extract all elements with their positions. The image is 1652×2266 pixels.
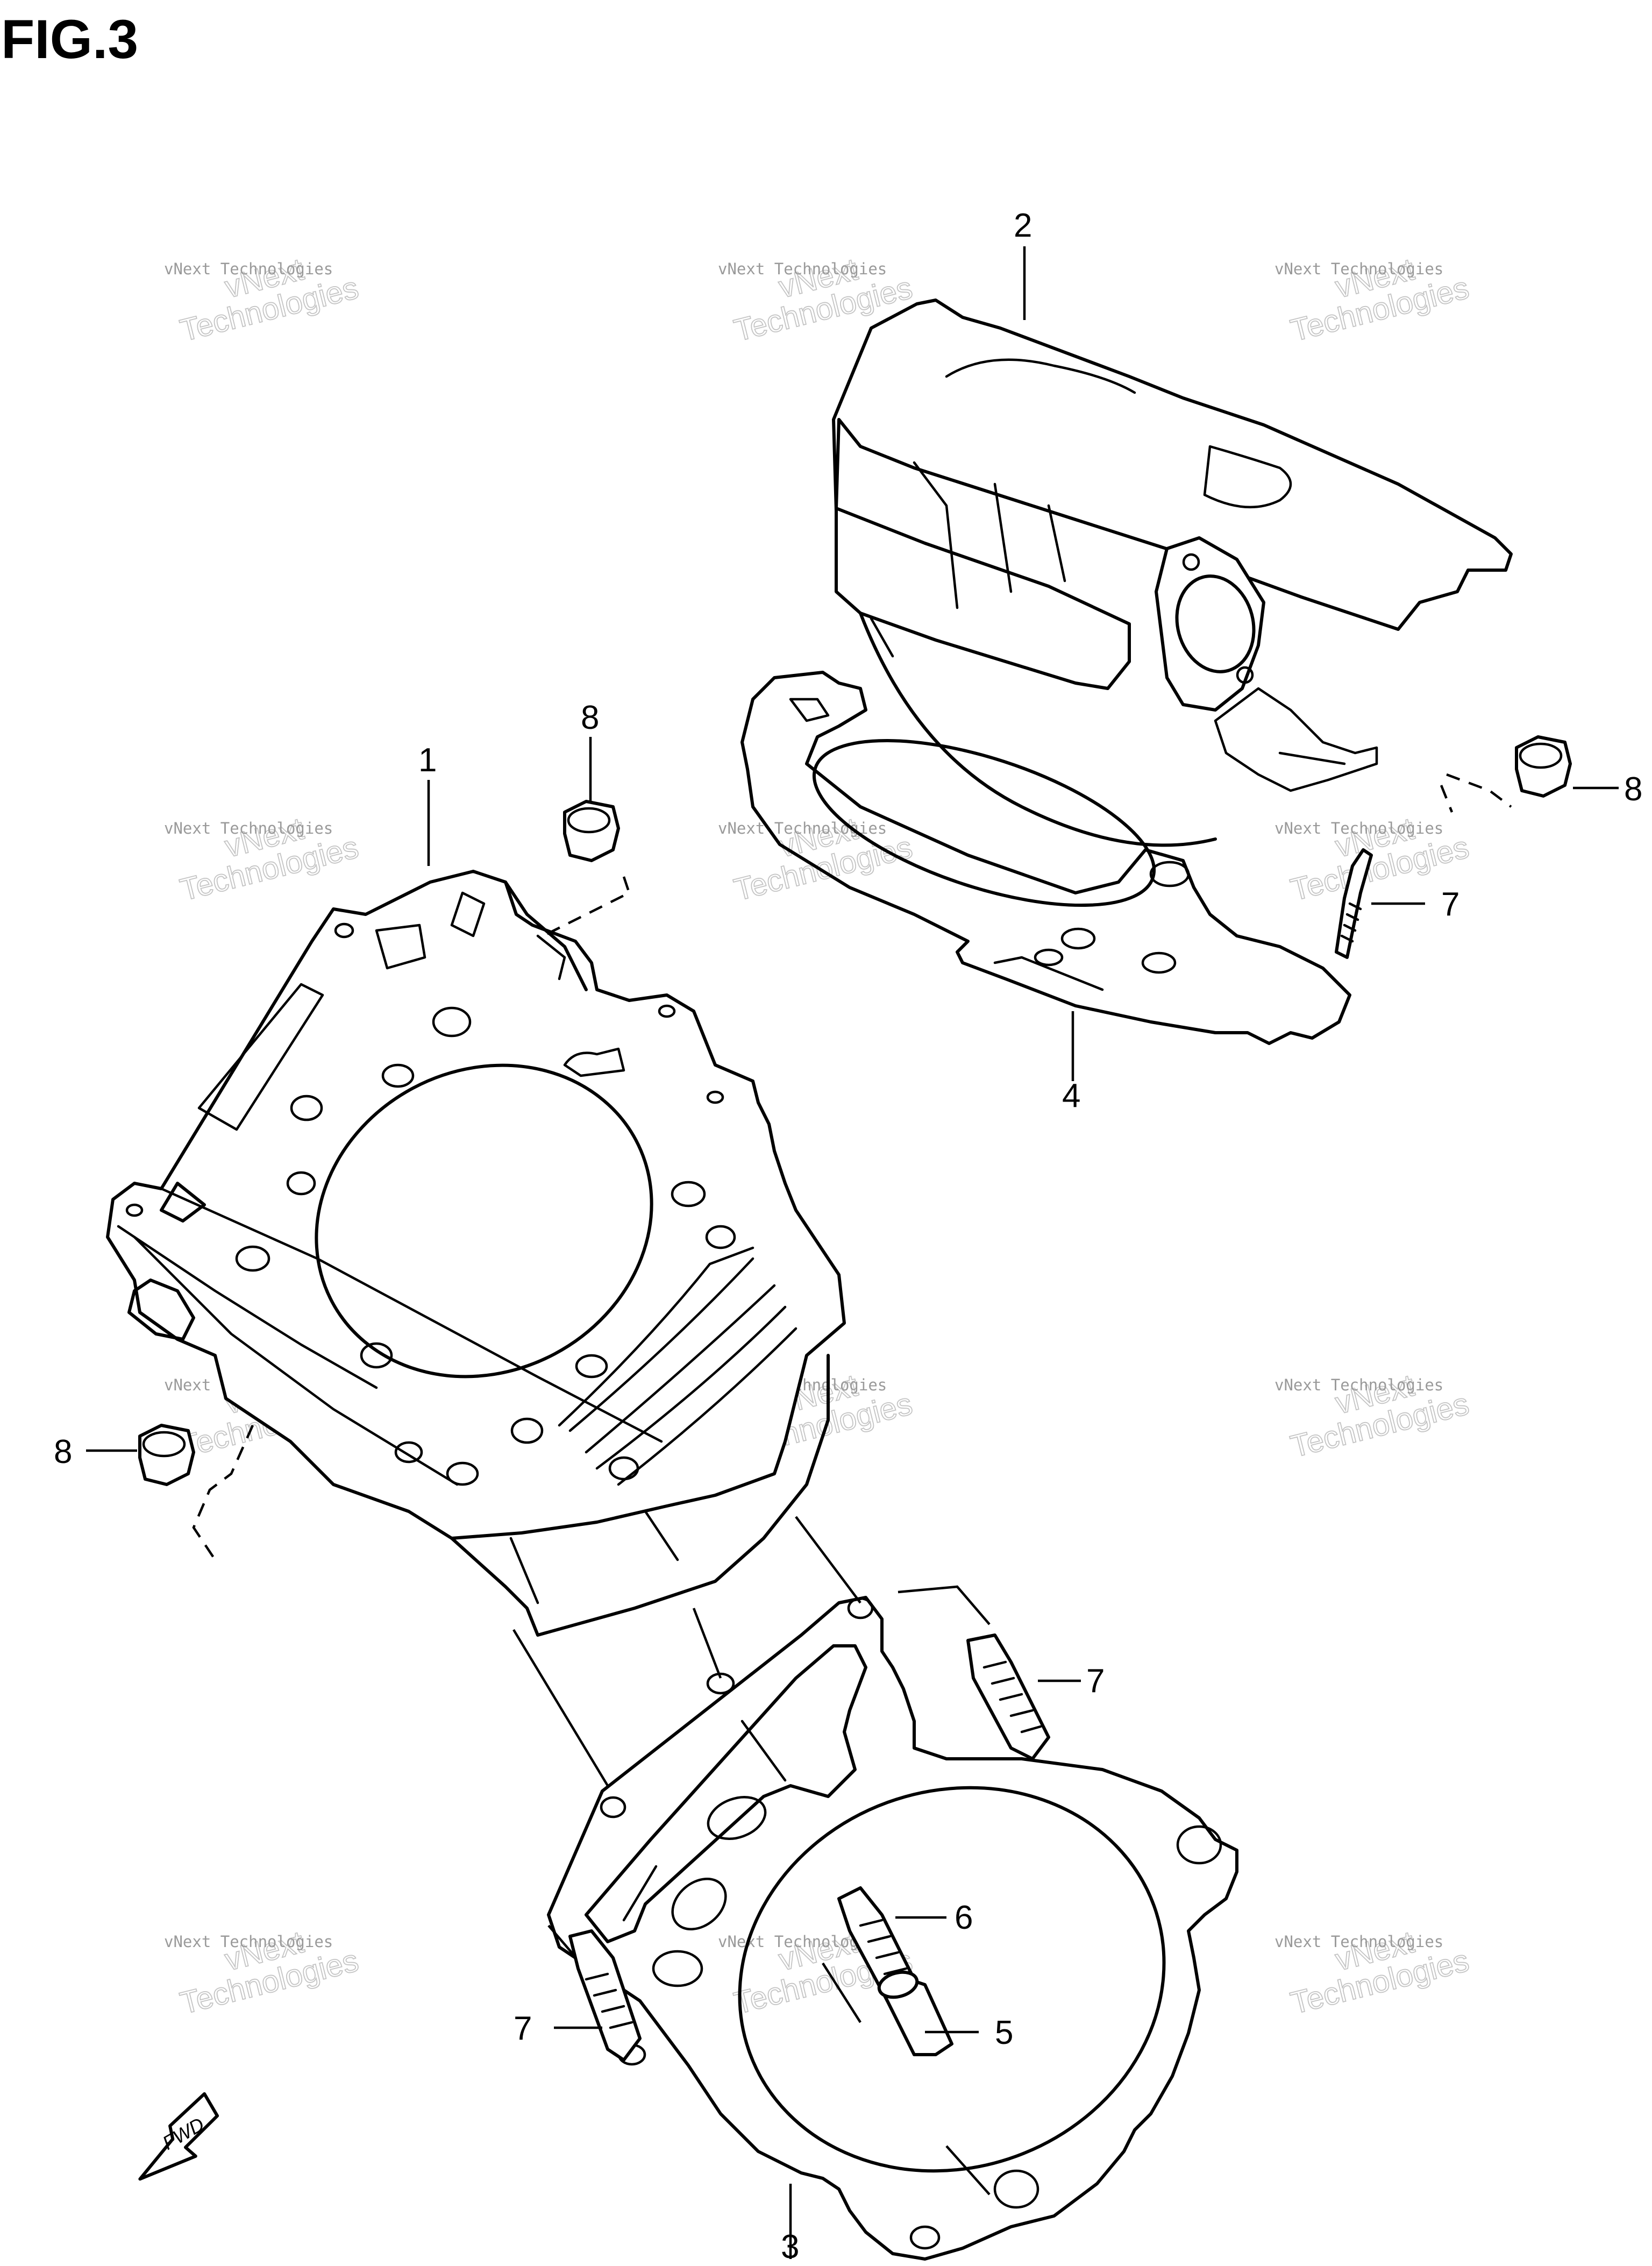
watermark-large: vNextTechnologies — [169, 799, 362, 907]
part-8-nut-lower-left — [138, 1424, 254, 1561]
callout-8-upper-left: 8 — [581, 699, 599, 736]
callout-3: 3 — [781, 2228, 799, 2265]
part-7-stud-upper — [1335, 848, 1373, 959]
callout-7-lower: 7 — [514, 2010, 532, 2047]
callout-7-upper: 7 — [1441, 886, 1459, 923]
part-2-rear-cylinder — [832, 299, 1513, 847]
part-4-base-gasket — [740, 671, 1351, 1045]
part-7-stud-lower — [568, 1929, 642, 2062]
watermark-large: vNextTechnologies — [1280, 1356, 1472, 1464]
part-7-stud-middle — [966, 1633, 1050, 1760]
watermark-small: vNext Technologies — [718, 260, 887, 278]
callout-4: 4 — [1062, 1077, 1080, 1114]
watermark-small: vNext Technologies — [164, 260, 333, 278]
watermark-small: vNext Technologies — [164, 819, 333, 837]
watermark-large: vNextTechnologies — [1280, 1913, 1472, 2021]
alignment-lines — [512, 1516, 991, 2196]
callout-8-right: 8 — [1624, 771, 1642, 808]
callout-6: 6 — [955, 1899, 973, 1936]
watermark-small: vNext Technologies — [1274, 1933, 1443, 1951]
part-1-front-cylinder — [106, 870, 846, 1637]
callout-5: 5 — [995, 2014, 1013, 2051]
callout-8-lower-left: 8 — [54, 1433, 72, 1471]
callout-2: 2 — [1014, 207, 1032, 244]
figure-title: FIG.3 — [1, 9, 138, 70]
part-8-nut-right — [1440, 735, 1572, 813]
part-8-nut-upper-left — [542, 800, 631, 937]
watermark-large: vNextTechnologies — [1280, 240, 1472, 348]
watermark-small: vNext Technologies — [164, 1933, 333, 1951]
fwd-arrow-icon: FWD — [138, 2092, 219, 2181]
callout-1: 1 — [418, 742, 437, 779]
watermark-small: vNext Technologies — [1274, 819, 1443, 837]
part-3-cylinder-gasket — [547, 1596, 1238, 2261]
watermark-small: vNext Technologies — [1274, 260, 1443, 278]
callout-leaders — [86, 246, 1619, 2259]
watermark-small: vNext Technologies — [1274, 1376, 1443, 1394]
watermark-large: vNextTechnologies — [169, 240, 362, 348]
part-5-dowel-pin — [877, 1970, 953, 2056]
callout-7-middle: 7 — [1086, 1663, 1105, 1700]
watermark-large: vNextTechnologies — [169, 1913, 362, 2021]
callout-labels: 1 2 3 4 5 6 7 7 7 8 8 8 — [54, 207, 1642, 2265]
watermark-large: vNextTechnologies — [723, 799, 916, 907]
